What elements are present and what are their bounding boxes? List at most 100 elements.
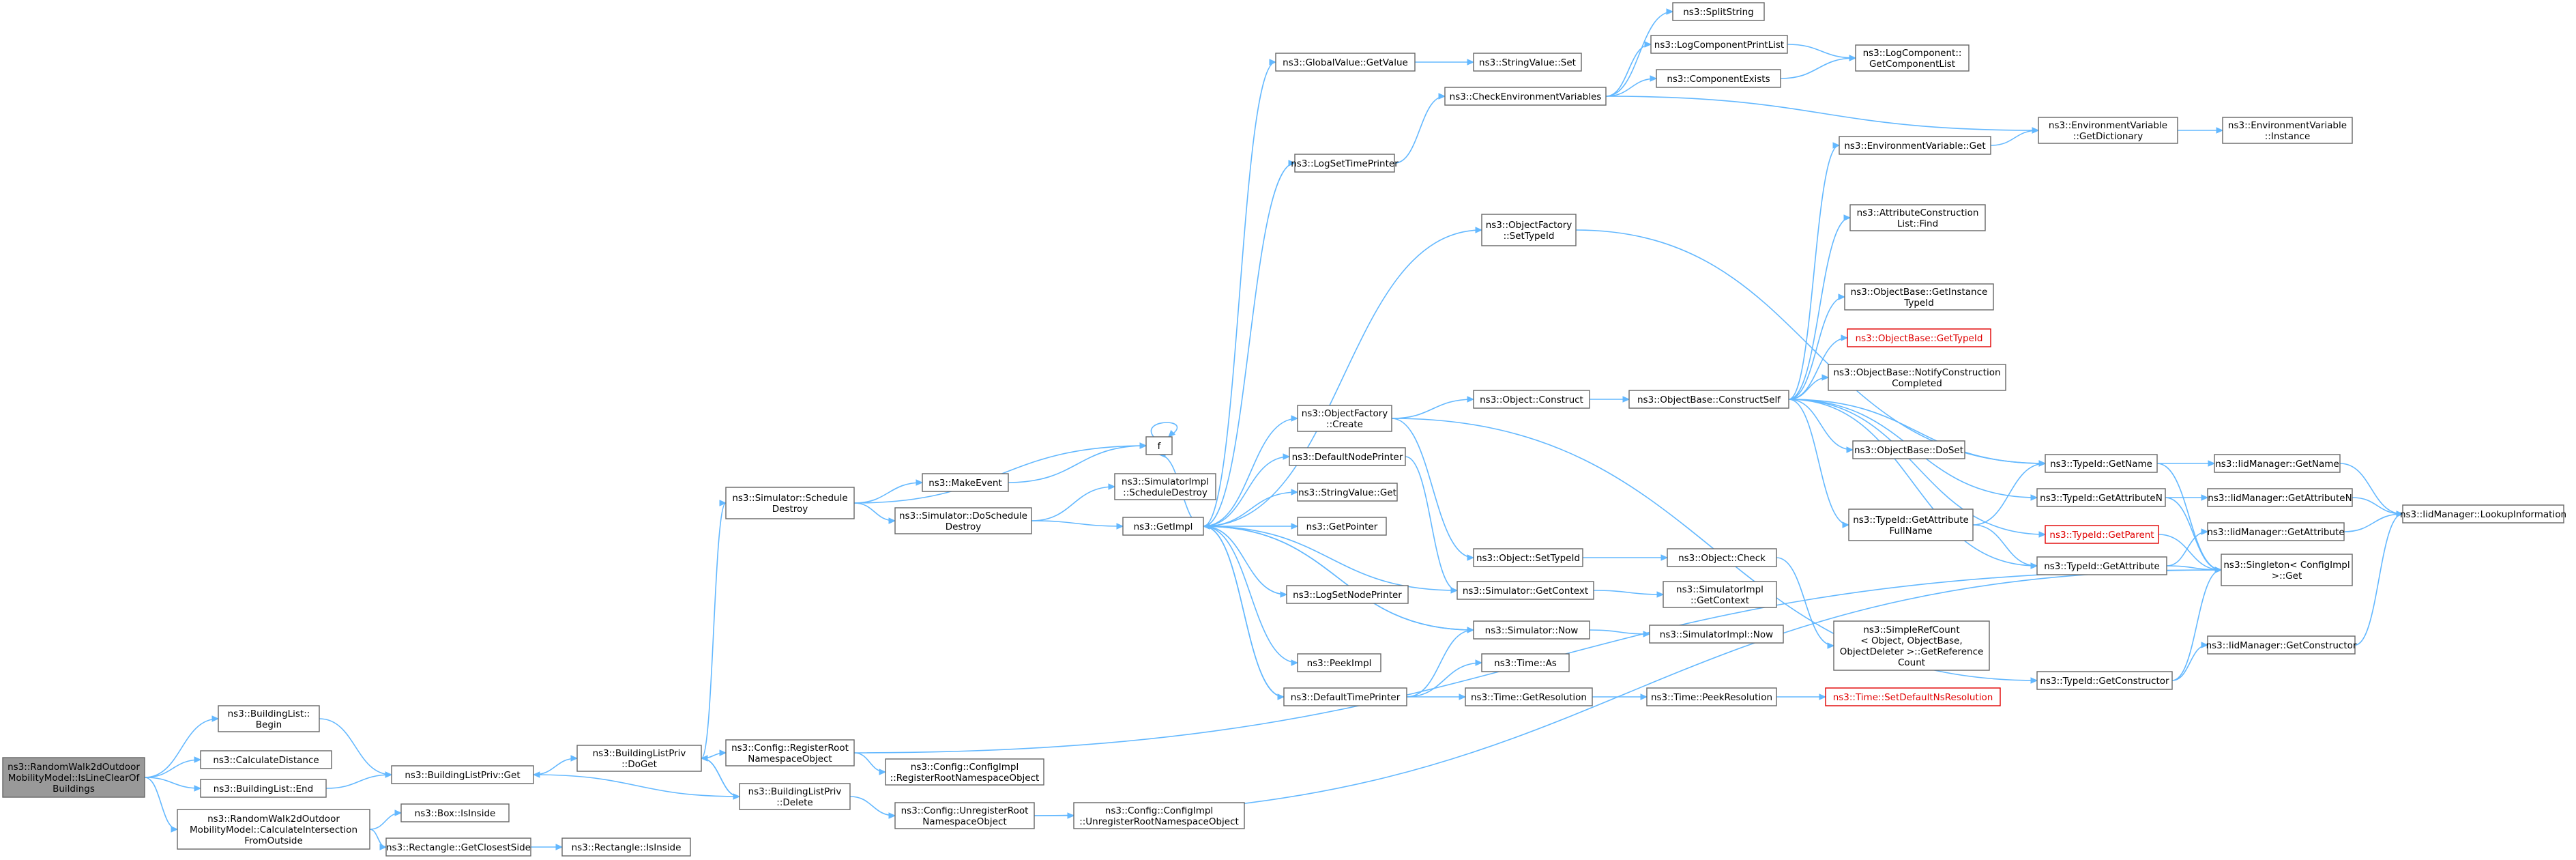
edge-arrowhead <box>2030 677 2038 684</box>
node-box <box>1297 517 1387 536</box>
edge-sched-destroy-to-do-sched-destroy <box>853 502 896 524</box>
node-getpointer[interactable]: ns3::GetPointer <box>1297 517 1387 536</box>
node-objbase-construct[interactable]: ns3::ObjectBase::ConstructSelf <box>1628 390 1789 409</box>
node-simimpl-sched[interactable]: ns3::SimulatorImpl::ScheduleDestroy <box>1114 473 1216 500</box>
node-deftimeprinter[interactable]: ns3::DefaultTimePrinter <box>1283 687 1407 706</box>
node-box <box>1847 328 1991 347</box>
node-box-inside[interactable]: ns3::Box::IsInside <box>400 803 510 822</box>
node-label: ns3::ObjectFactory <box>1486 220 1572 231</box>
node-splitstring[interactable]: ns3::SplitString <box>1672 2 1765 21</box>
edge-arrowhead <box>1467 554 1475 561</box>
node-envvar-getdict[interactable]: ns3::EnvironmentVariable::GetDictionary <box>2038 117 2178 144</box>
node-iid-lookup[interactable]: ns3::IidManager::LookupInformation <box>2400 504 2566 524</box>
node-sim-now[interactable]: ns3::Simulator::Now <box>1473 620 1590 640</box>
node-simimpl-now[interactable]: ns3::SimulatorImpl::Now <box>1649 625 1784 644</box>
node-box <box>894 507 1032 534</box>
node-sched-destroy[interactable]: ns3::Simulator::ScheduleDestroy <box>725 487 855 519</box>
node-srefcount[interactable]: ns3::SimpleRefCount< Object, ObjectBase,… <box>1833 620 1990 671</box>
node-peekimpl[interactable]: ns3::PeekImpl <box>1297 653 1381 672</box>
node-iid-getctor[interactable]: ns3::IidManager::GetConstructor <box>2206 635 2357 655</box>
node-logsettime[interactable]: ns3::LogSetTimePrinter <box>1291 154 1399 173</box>
node-getimpl[interactable]: ns3::GetImpl <box>1122 517 1204 536</box>
node-typeid-getparent[interactable]: ns3::TypeId::GetParent <box>2045 525 2159 544</box>
node-label: ns3::LogSetTimePrinter <box>1291 158 1399 169</box>
node-logcomp-getlist[interactable]: ns3::LogComponent::GetComponentList <box>1855 44 1970 72</box>
node-f[interactable]: f <box>1145 436 1173 455</box>
edge-line <box>533 758 578 775</box>
edge-line <box>1788 399 2046 464</box>
node-rect-closest[interactable]: ns3::Rectangle::GetClosestSide <box>385 837 531 857</box>
node-obj-check[interactable]: ns3::Object::Check <box>1667 548 1777 567</box>
edge-arrowhead <box>1475 659 1483 666</box>
node-logcompprint[interactable]: ns3::LogComponentPrintList <box>1650 35 1788 54</box>
node-box <box>1839 136 1991 155</box>
node-typeid-getattrn[interactable]: ns3::TypeId::GetAttributeN <box>2036 488 2166 507</box>
node-box <box>400 803 510 822</box>
node-objbase-doset[interactable]: ns3::ObjectBase::DoSet <box>1852 440 1965 459</box>
node-blp-doget[interactable]: ns3::BuildingListPriv::DoGet <box>576 745 702 772</box>
edge-arrowhead <box>1467 627 1475 633</box>
node-sim-getctx[interactable]: ns3::Simulator::GetContext <box>1457 581 1594 600</box>
node-objfac-settype[interactable]: ns3::ObjectFactory::SetTypeId <box>1481 214 1577 246</box>
edge-arrowhead <box>1202 523 1210 530</box>
node-bl-begin[interactable]: ns3::BuildingList::Begin <box>218 705 320 732</box>
node-stringvalue-set[interactable]: ns3::StringValue::Set <box>1473 53 1582 72</box>
node-envvar-instance[interactable]: ns3::EnvironmentVariable::Instance <box>2222 117 2353 144</box>
edge-arrowhead <box>1650 75 1658 82</box>
node-time-as[interactable]: ns3::Time::As <box>1481 653 1570 672</box>
edge-objbase-construct-to-objbase-doset <box>1788 399 1854 453</box>
edge-arrowhead <box>1291 523 1299 530</box>
node-iid-getattrn[interactable]: ns3::IidManager::GetAttributeN <box>2207 488 2353 507</box>
node-cfgimpl-reg[interactable]: ns3::Config::ConfigImpl::RegisterRootNam… <box>885 758 1044 786</box>
node-gv-getvalue[interactable]: ns3::GlobalValue::GetValue <box>1275 53 1416 72</box>
node-calcint[interactable]: ns3::RandomWalk2dOutdoorMobilityModel::C… <box>177 809 370 850</box>
node-cfg-unreg[interactable]: ns3::Config::UnregisterRootNamespaceObje… <box>894 802 1035 829</box>
node-time-setdefault[interactable]: ns3::Time::SetDefaultNsResolution <box>1825 687 2001 706</box>
node-objbase-gettype[interactable]: ns3::ObjectBase::GetTypeId <box>1847 328 1991 347</box>
node-simimpl-getctx[interactable]: ns3::SimulatorImpl::GetContext <box>1663 581 1777 608</box>
node-iid-getattr[interactable]: ns3::IidManager::GetAttribute <box>2207 522 2345 541</box>
node-label: ns3::StringValue::Get <box>1298 487 1396 498</box>
node-time-peekres[interactable]: ns3::Time::PeekResolution <box>1646 687 1777 706</box>
node-calcdist[interactable]: ns3::CalculateDistance <box>200 750 332 769</box>
node-objfac-create[interactable]: ns3::ObjectFactory::Create <box>1297 405 1392 432</box>
node-envvar-get[interactable]: ns3::EnvironmentVariable::Get <box>1839 136 1991 155</box>
node-objbase-notify[interactable]: ns3::ObjectBase::NotifyConstructionCompl… <box>1828 364 2006 391</box>
node-cfg-reg[interactable]: ns3::Config::RegisterRootNamespaceObject <box>725 739 855 766</box>
node-cfgimpl-unreg[interactable]: ns3::Config::ConfigImpl::UnregisterRootN… <box>1073 802 1245 829</box>
node-box <box>725 487 855 519</box>
node-obj-settype[interactable]: ns3::Object::SetTypeId <box>1473 548 1583 567</box>
node-root[interactable]: ns3::RandomWalk2dOutdoorMobilityModel::I… <box>2 757 145 798</box>
node-stringvalue-get[interactable]: ns3::StringValue::Get <box>1297 483 1398 502</box>
node-typeid-getname[interactable]: ns3::TypeId::GetName <box>2045 454 2158 473</box>
node-rect-inside[interactable]: ns3::Rectangle::IsInside <box>561 837 691 857</box>
node-singleton-get[interactable]: ns3::Singleton< ConfigImpl>::Get <box>2221 554 2353 586</box>
node-label: ns3::Simulator::Now <box>1485 625 1579 636</box>
node-label: ns3::Object::Construct <box>1480 395 1583 405</box>
edge-arrowhead <box>2038 460 2047 467</box>
node-label: ns3::BuildingList::End <box>214 784 313 794</box>
node-box <box>2045 525 2159 544</box>
node-makeevent[interactable]: ns3::MakeEvent <box>922 473 1009 492</box>
node-label: < Object, ObjectBase, <box>1860 635 1962 646</box>
edge-arrowhead <box>2216 127 2224 134</box>
node-logsetnode[interactable]: ns3::LogSetNodePrinter <box>1286 585 1409 604</box>
node-obj-construct[interactable]: ns3::Object::Construct <box>1473 390 1590 409</box>
edge-line <box>1034 569 2222 816</box>
node-typeid-getctor[interactable]: ns3::TypeId::GetConstructor <box>2036 671 2173 690</box>
node-defnodeprinter[interactable]: ns3::DefaultNodePrinter <box>1289 447 1406 466</box>
node-checkenv[interactable]: ns3::CheckEnvironmentVariables <box>1444 87 1607 106</box>
node-box <box>885 758 1044 786</box>
node-bl-end[interactable]: ns3::BuildingList::End <box>200 779 327 798</box>
node-time-getres[interactable]: ns3::Time::GetResolution <box>1465 687 1593 706</box>
node-iid-getname[interactable]: ns3::IidManager::GetName <box>2214 454 2341 473</box>
node-blp-delete[interactable]: ns3::BuildingListPriv::Delete <box>739 783 851 810</box>
edge-arrowhead <box>1116 523 1124 530</box>
node-compexists[interactable]: ns3::ComponentExists <box>1656 69 1781 88</box>
node-typeid-getattr[interactable]: ns3::TypeId::GetAttribute <box>2036 556 2167 575</box>
node-blp-get[interactable]: ns3::BuildingListPriv::Get <box>391 765 534 784</box>
